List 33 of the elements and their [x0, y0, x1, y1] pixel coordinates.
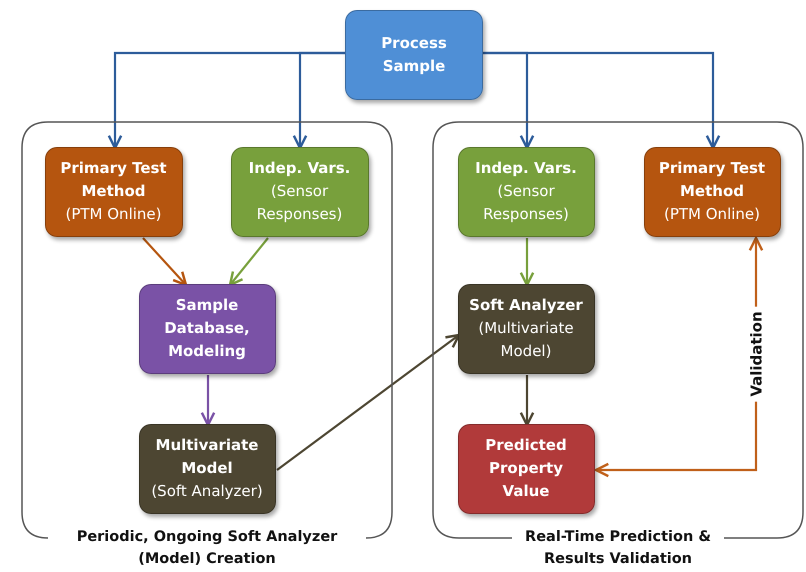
- process-box: [345, 10, 483, 100]
- arrow: [520, 375, 534, 426]
- arrow: [228, 237, 269, 286]
- box-subtitle: (PTM Online): [662, 204, 761, 225]
- arrow: [200, 375, 216, 426]
- process-box: [458, 284, 594, 374]
- process-box: [138, 284, 276, 374]
- box-subtitle: (Sensor Responses): [482, 181, 570, 225]
- box-title: Soft Analyzer: [468, 295, 584, 316]
- process-box: [644, 146, 780, 236]
- process-box: [138, 424, 276, 514]
- arrow: [292, 52, 345, 150]
- box-subtitle: (Multivariate Model): [477, 318, 575, 362]
- process-box: [458, 424, 594, 514]
- process-box: [230, 146, 368, 236]
- process-box: [44, 146, 182, 236]
- box-title: Indep. Vars.: [474, 158, 578, 179]
- box-subtitle: (PTM Online): [64, 204, 162, 225]
- arrow: [520, 238, 534, 286]
- box-title: Predicted Property Value: [484, 435, 568, 502]
- box-title: Primary Test Method: [658, 158, 766, 202]
- box-subtitle: (Soft Analyzer): [150, 481, 264, 502]
- box-title: Sample Database, Modeling: [163, 295, 251, 362]
- process-box: [458, 146, 594, 236]
- panel-heading: Real-Time Prediction & Results Validation: [524, 528, 712, 569]
- box-subtitle: (Sensor Responses): [256, 181, 344, 225]
- box-title: Process Sample: [380, 33, 448, 77]
- box-title: Multivariate Model: [154, 435, 260, 479]
- box-title: Indep. Vars.: [248, 158, 352, 179]
- arrow: [483, 52, 720, 150]
- box-title: Primary Test Method: [59, 158, 168, 202]
- panel-heading: Periodic, Ongoing Soft Analyzer (Model) Creation: [76, 528, 338, 569]
- arrow: [142, 237, 188, 286]
